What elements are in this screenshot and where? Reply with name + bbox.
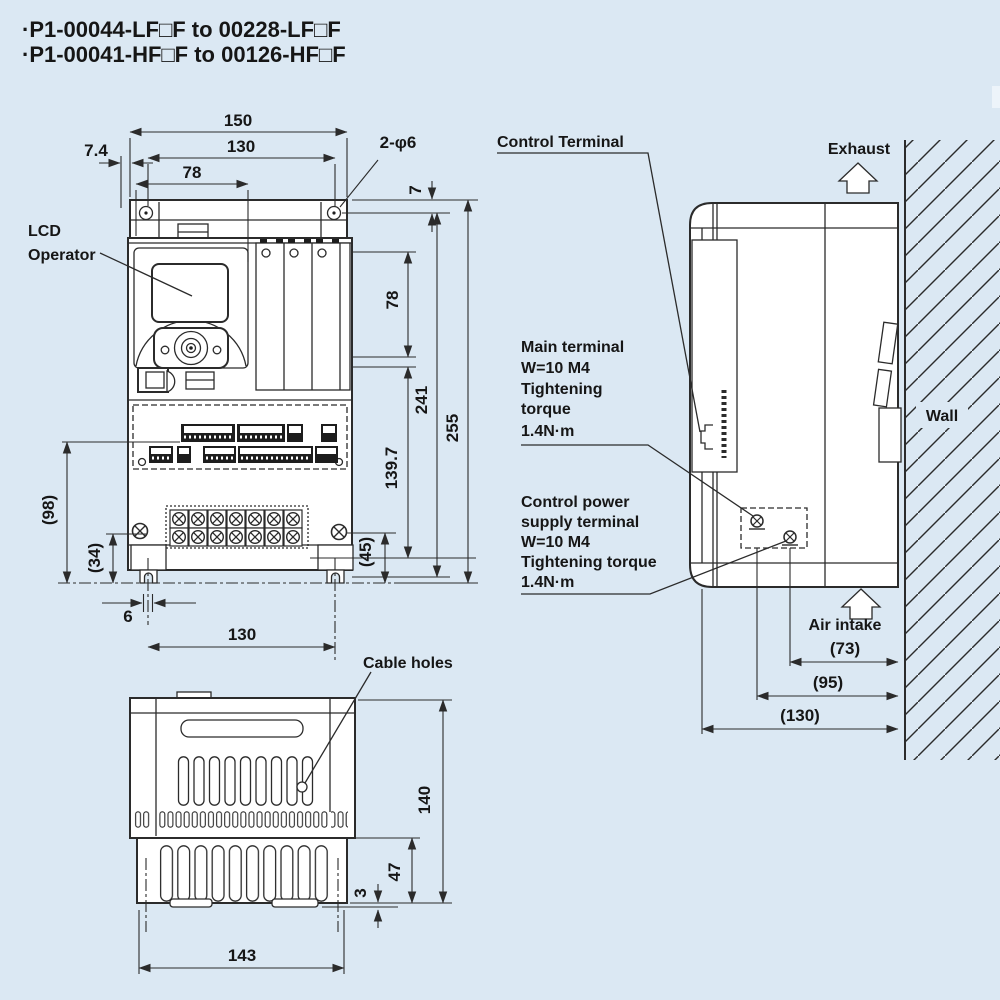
vent-holes-right [331,811,348,828]
operator-panel [133,247,249,393]
bottom-view [129,691,356,932]
control-terminal-area [132,404,348,470]
foot-pad-left [169,898,213,908]
handle-slot [180,719,304,738]
page-edge-artifact [992,86,1000,108]
cable-hole-marker [296,781,308,793]
model-range-line-1: ·P1-00044-LF□F to 00228-LF□F [22,17,341,42]
dim-hole-spacing: 130 [227,137,255,156]
vent-holes-center [159,811,329,828]
control-terminal-label: Control Terminal [497,134,624,151]
back-notch [878,407,902,463]
back-clip-lower [872,368,893,408]
terminal-zone-dashed [740,507,808,549]
cover-screw-right [330,523,348,541]
lcd-operator-label: LCD Operator [28,223,193,297]
control-power-note-line5: 1.4N·m [521,574,574,591]
keypad-button-right [212,345,222,355]
dim-depth-b: (95) [813,673,843,692]
dim-slot-width: 6 [123,607,132,626]
dim-left-ref-b: (34) [85,543,104,573]
lcd-screen [151,263,229,323]
side-body [689,202,899,588]
bottom-view-dimensions: Cable holes 140 47 3 143 [138,655,453,974]
dim-foot-height: 3 [351,888,370,897]
dim-depth-c: (130) [780,706,820,725]
dim-left-ref-a: (98) [39,495,58,525]
main-terminal-note: Main terminal W=10 M4 Tightening torque … [521,339,754,517]
main-terminal-note-line4: torque [521,401,571,418]
option-slot-section [255,239,351,391]
control-power-note-line3: W=10 M4 [521,534,590,551]
main-terminal-note-line2: W=10 M4 [521,360,590,377]
side-view: Wall [689,140,1000,760]
control-power-note-line1: Control power [521,494,629,511]
front-view-dimensions: 150 130 78 7.4 2-φ6 7 78 139.7 241 255 [39,111,478,652]
dim-lower-depth: 47 [385,863,404,882]
dim-top-margin: 7 [406,185,425,194]
dim-bottom-ref: (45) [356,537,375,567]
dim-edge-offset: 7.4 [84,141,108,160]
dim-mount-holes-note: 2-φ6 [380,133,417,152]
lcd-label-line1: LCD [28,223,61,240]
usb-port [166,370,176,393]
dim-overall-height: 255 [443,414,462,442]
exhaust-label: Exhaust [828,141,891,158]
dim-depth: 140 [415,786,434,814]
model-range-line-2: ·P1-00041-HF□F to 00126-HF□F [22,42,346,67]
title-block: ·P1-00044-LF□F to 00228-LF□F ·P1-00041-H… [22,17,346,67]
control-power-note-line4: Tightening torque [521,554,657,571]
vent-holes-left [134,811,151,828]
keypad-button-left [160,345,170,355]
exhaust-arrow-icon [837,162,879,194]
main-terminal-note-line5: 1.4N·m [521,423,574,440]
cover-screw-left [131,522,149,540]
dim-overall-depth: 143 [228,946,256,965]
lcd-label-line2: Operator [28,247,96,264]
wall-label: Wall [926,408,958,425]
cable-holes-label: Cable holes [363,655,453,672]
control-terminal-strips [149,424,338,463]
vent-slots-lower [158,845,330,902]
dim-operator-offset: 78 [183,163,202,182]
air-intake-arrow-icon [840,588,882,620]
dim-upper-height: 78 [383,291,402,310]
main-terminal-note-line3: Tightening [521,381,602,398]
control-power-note: Control power supply terminal W=10 M4 Ti… [521,494,787,595]
vent-slots-upper [176,756,316,806]
terminal-cover-opening [691,239,738,473]
dim-mid-height: 241 [412,386,431,414]
wall-hatching [905,140,1000,760]
side-view-labels: Control Terminal Exhaust Air intake Main… [497,134,899,734]
dim-bottom-hole-spacing: 130 [228,625,256,644]
main-terminal-note-line1: Main terminal [521,339,624,356]
back-clip-upper [877,321,899,365]
air-intake-label: Air intake [809,617,882,634]
dim-lower-height: 139.7 [382,447,401,490]
control-terminal-connector [700,424,713,450]
dim-depth-a: (73) [830,639,860,658]
front-view [58,199,395,660]
control-power-note-line2: supply terminal [521,514,639,531]
foot-pad-right [271,898,319,908]
dim-overall-width: 150 [224,111,252,130]
